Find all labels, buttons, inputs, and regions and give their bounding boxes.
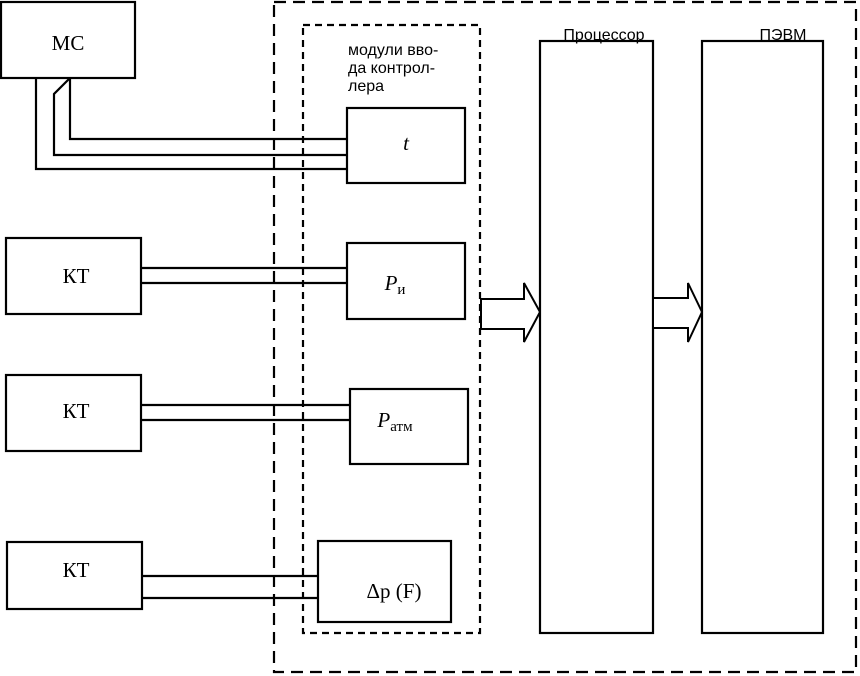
pc-block: ПЭВМ <box>700 27 825 635</box>
module-p-atm: Pатм <box>348 387 470 466</box>
kt-3-label: КТ <box>63 558 90 582</box>
arrow-processor-to-pc <box>652 282 704 343</box>
ms-label: МС <box>52 31 85 55</box>
input-modules-title-line1: модули вво- <box>348 42 438 59</box>
kt-block-2: КТ <box>4 373 143 453</box>
ms-wire-2 <box>52 77 347 157</box>
module-p-i-label: Pи <box>384 271 406 298</box>
module-p-i: Pи <box>345 241 467 321</box>
kt-2-label: КТ <box>63 399 90 423</box>
processor-block: Процессор <box>538 27 655 635</box>
module-dp: Δp (F) <box>316 539 453 624</box>
arrow-modules-to-processor <box>480 282 542 343</box>
module-t: t <box>345 106 467 185</box>
controller-enclosure <box>272 0 858 674</box>
module-t-label: t <box>403 131 410 155</box>
kt-block-3: КТ <box>5 540 144 611</box>
processor-label: Процессор <box>563 27 644 44</box>
ms-wire-3 <box>34 78 347 171</box>
pc-label: ПЭВМ <box>760 27 807 44</box>
module-dp-label: Δp (F) <box>367 579 422 603</box>
ms-wire-1 <box>68 78 347 141</box>
input-modules-title-line3: лера <box>348 78 384 95</box>
ms-block: МС <box>0 0 137 80</box>
kt-1-label: КТ <box>63 264 90 288</box>
module-p-atm-label: Pатм <box>376 408 413 435</box>
input-modules-title-line2: да контрол- <box>348 60 435 77</box>
kt-block-1: КТ <box>4 236 143 316</box>
